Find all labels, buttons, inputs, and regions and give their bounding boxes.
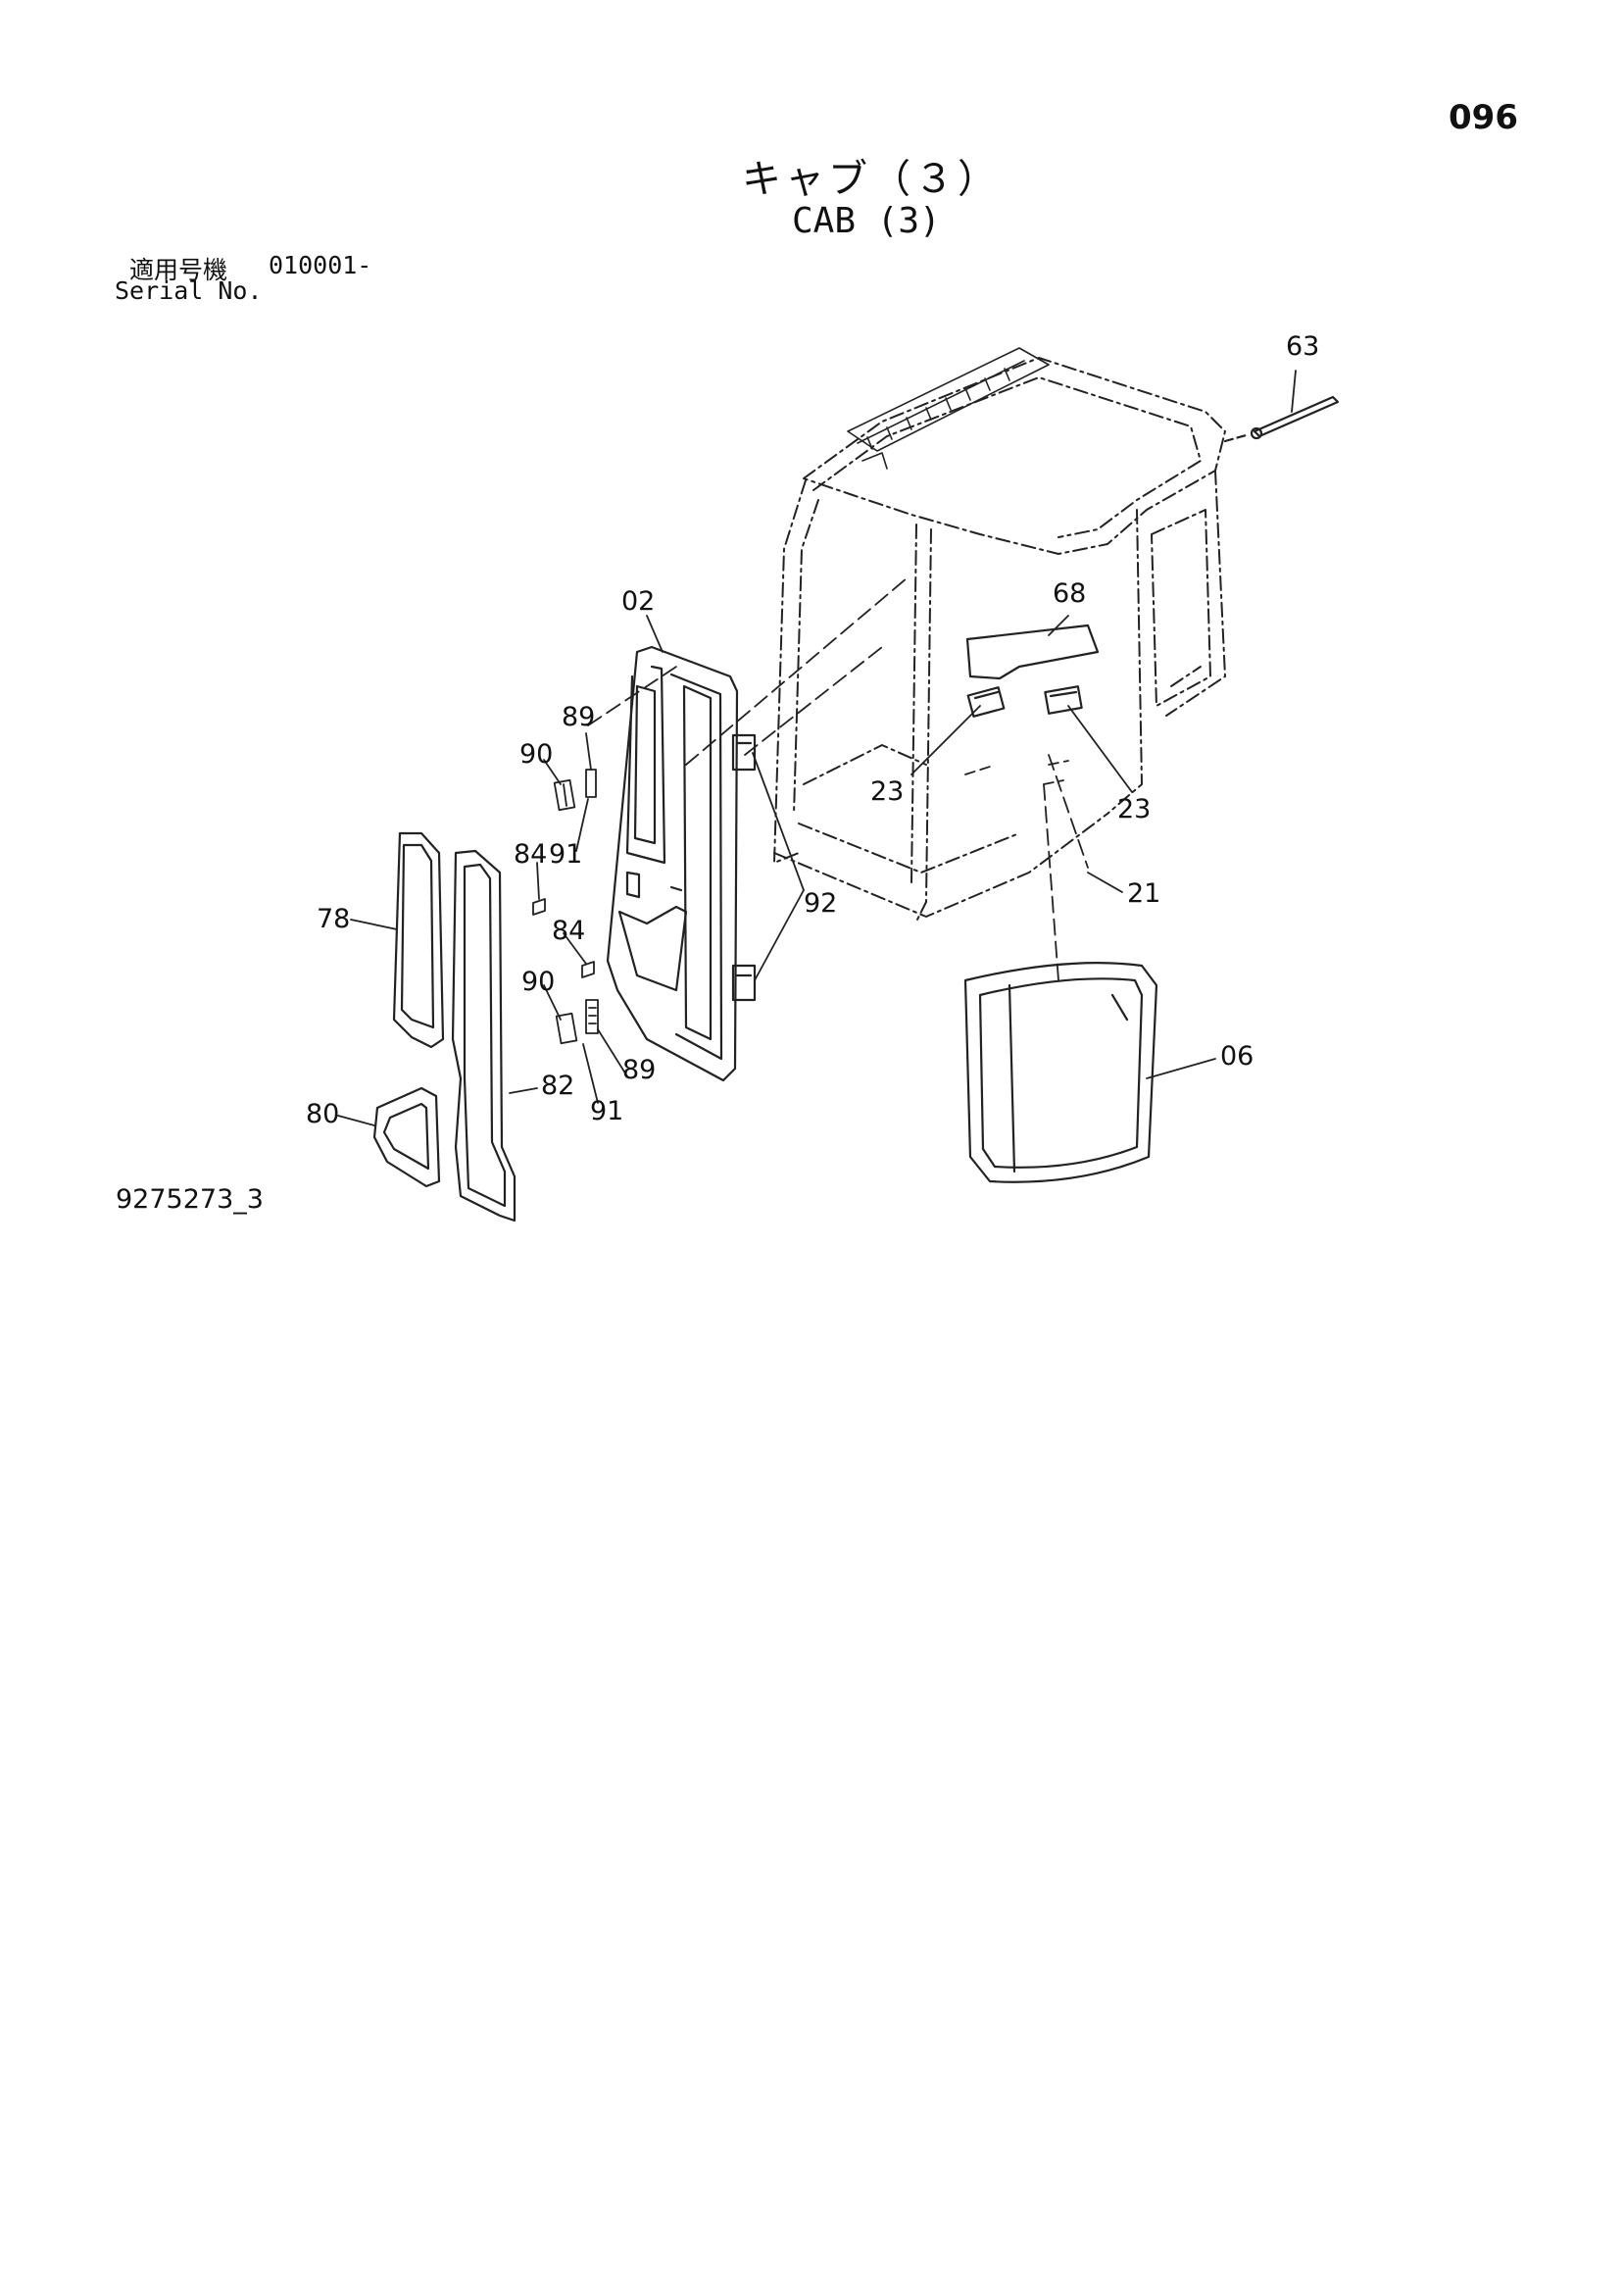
callout-90-upper: 90 xyxy=(519,739,554,770)
cab-frame xyxy=(773,357,1226,923)
front-glass-06 xyxy=(963,962,1158,1183)
callout-23-right: 23 xyxy=(1117,794,1152,824)
door-hinges xyxy=(731,733,757,1002)
figure-id: 9275273_3 xyxy=(116,1184,264,1215)
callout-80: 80 xyxy=(306,1099,340,1129)
callout-84-upper: 84 xyxy=(514,839,548,870)
callout-82: 82 xyxy=(541,1071,575,1101)
door xyxy=(606,645,739,1082)
callout-23-left: 23 xyxy=(870,776,905,807)
callout-89-upper: 89 xyxy=(562,702,596,732)
assembly-lines xyxy=(587,577,1089,981)
callout-78: 78 xyxy=(317,904,351,934)
callout-91-lower: 91 xyxy=(590,1096,624,1126)
callout-91-upper: 91 xyxy=(549,839,583,870)
serial-label-japanese: 適用号機 xyxy=(129,256,228,284)
window-glass-78 xyxy=(392,831,445,1049)
callout-68: 68 xyxy=(1053,578,1087,609)
callout-84-lower: 84 xyxy=(552,916,586,946)
title-japanese: キャブ（３） xyxy=(742,157,1001,202)
room-lamp-right xyxy=(1044,685,1083,715)
window-glass-82 xyxy=(451,849,516,1223)
callout-02: 02 xyxy=(621,586,656,617)
callout-89-lower: 89 xyxy=(622,1055,657,1085)
callout-90-lower: 90 xyxy=(521,967,556,997)
room-lamp-left xyxy=(966,686,1006,718)
window-glass-80 xyxy=(372,1086,441,1188)
antenna xyxy=(1223,395,1340,443)
serial-label-english: Serial No. xyxy=(115,276,263,305)
leader-lines xyxy=(337,370,1297,1126)
fittings xyxy=(532,769,599,1045)
callout-21: 21 xyxy=(1127,878,1161,909)
callout-63: 63 xyxy=(1286,331,1320,362)
serial-value: 010001- xyxy=(269,251,372,279)
callout-06: 06 xyxy=(1220,1041,1254,1072)
title-english: CAB (3) xyxy=(792,201,941,241)
page-number: 096 xyxy=(1449,98,1518,137)
nameplate xyxy=(965,624,1100,680)
roof-grille xyxy=(847,347,1050,470)
callout-92: 92 xyxy=(804,888,838,919)
